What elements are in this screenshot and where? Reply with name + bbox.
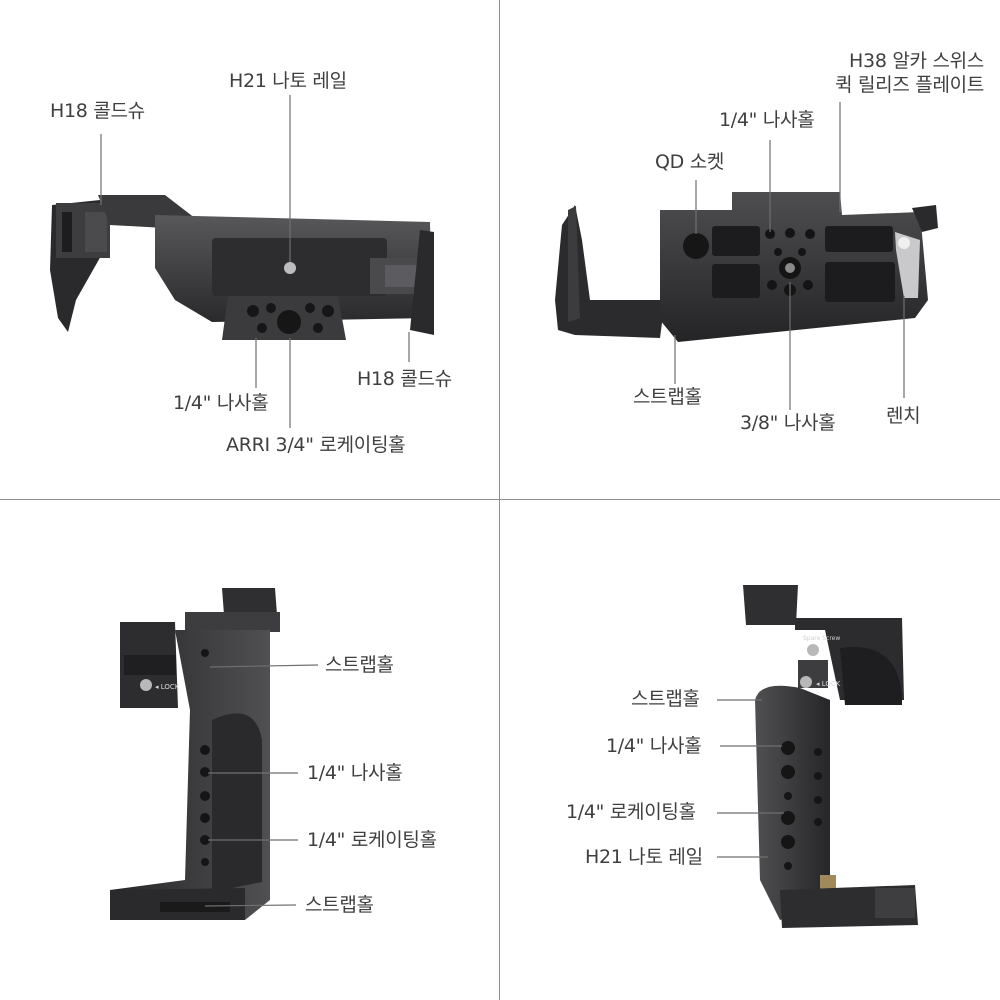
label-thread-hole-3-8: 3/8" 나사홀 [740, 412, 836, 434]
label-thread-hole: 1/4" 나사홀 [606, 735, 702, 757]
panel-right-side-view: ◂ LOCK 스트랩홀 1/4" 나사홀 1/4" 로케이팅홀 스트랩홀 [0, 500, 500, 1000]
label-strap-hole: 스트랩홀 [631, 688, 700, 710]
lock-text: ◂ LOCK [155, 683, 180, 691]
horizontal-divider [0, 499, 1000, 500]
label-thread-hole: 1/4" 나사홀 [719, 109, 815, 131]
label-thread-hole: 1/4" 나사홀 [307, 762, 403, 784]
panel-left-side-view: Spare Screw ◂ LOCK [500, 500, 1000, 1000]
label-arca-line1: H38 알카 스위스 [849, 50, 984, 72]
handle-left-side-illustration: Spare Screw ◂ LOCK [717, 585, 918, 928]
label-strap-hole-bottom: 스트랩홀 [305, 894, 374, 916]
label-locating-hole: 1/4" 로케이팅홀 [307, 829, 437, 851]
label-thread-hole: 1/4" 나사홀 [173, 392, 269, 414]
handle-right-side-illustration: ◂ LOCK [110, 588, 319, 920]
label-wrench: 렌치 [886, 405, 921, 427]
lock-text: ◂ LOCK [816, 680, 841, 688]
handle-top-view-illustration [50, 95, 434, 428]
label-strap-hole: 스트랩홀 [633, 386, 702, 408]
label-cold-shoe-left: H18 콜드슈 [50, 100, 145, 122]
vertical-divider [499, 0, 500, 1000]
handle-bottom-view-illustration [555, 102, 938, 410]
label-nato-rail: H21 나토 레일 [229, 70, 347, 92]
panel-top-view: H21 나토 레일 H18 콜드슈 H18 콜드슈 1/4" 나사홀 ARRI … [0, 0, 500, 500]
spare-screw-text: Spare Screw [803, 635, 840, 642]
label-arca-line2: 퀵 릴리즈 플레이트 [835, 74, 984, 96]
label-cold-shoe-right: H18 콜드슈 [357, 368, 452, 390]
panel-bottom-view: H38 알카 스위스 퀵 릴리즈 플레이트 1/4" 나사홀 QD 소켓 스트랩… [500, 0, 1000, 500]
label-arri-locating-hole: ARRI 3/4" 로케이팅홀 [226, 434, 406, 456]
label-qd-socket: QD 소켓 [655, 151, 725, 173]
label-locating-hole: 1/4" 로케이팅홀 [566, 801, 696, 823]
label-strap-hole-top: 스트랩홀 [325, 654, 394, 676]
label-nato-rail: H21 나토 레일 [585, 846, 703, 868]
